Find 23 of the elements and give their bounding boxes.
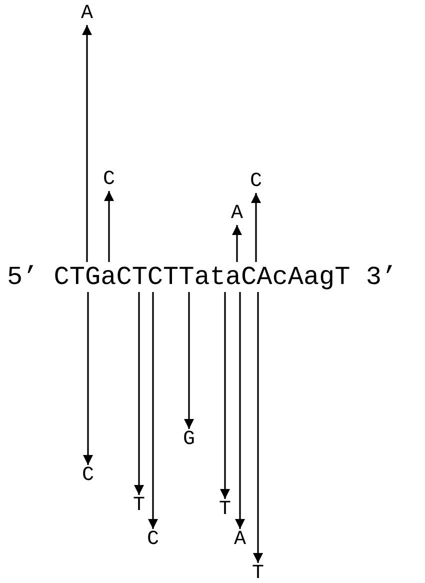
arrow [83, 292, 93, 465]
dna-sequence: 5’ CTGaCTCTTataCAcAagT 3’ [7, 262, 398, 292]
arrow [184, 292, 194, 429]
arrow [232, 225, 242, 262]
arrow [148, 292, 158, 529]
base-label: G [183, 430, 195, 450]
base-label: C [147, 530, 159, 550]
base-label: A [231, 204, 243, 224]
base-label: T [133, 496, 145, 516]
base-label: C [103, 170, 115, 190]
arrow [235, 292, 245, 529]
arrow [134, 292, 144, 495]
base-label: C [250, 172, 262, 192]
base-label: T [219, 500, 231, 520]
arrow [82, 25, 92, 262]
base-label: C [82, 466, 94, 486]
arrow [253, 292, 263, 563]
arrow [104, 191, 114, 262]
arrow [251, 193, 261, 262]
base-label: A [81, 4, 93, 24]
base-label: T [252, 564, 264, 583]
base-label: A [234, 530, 246, 550]
arrow [220, 292, 230, 499]
